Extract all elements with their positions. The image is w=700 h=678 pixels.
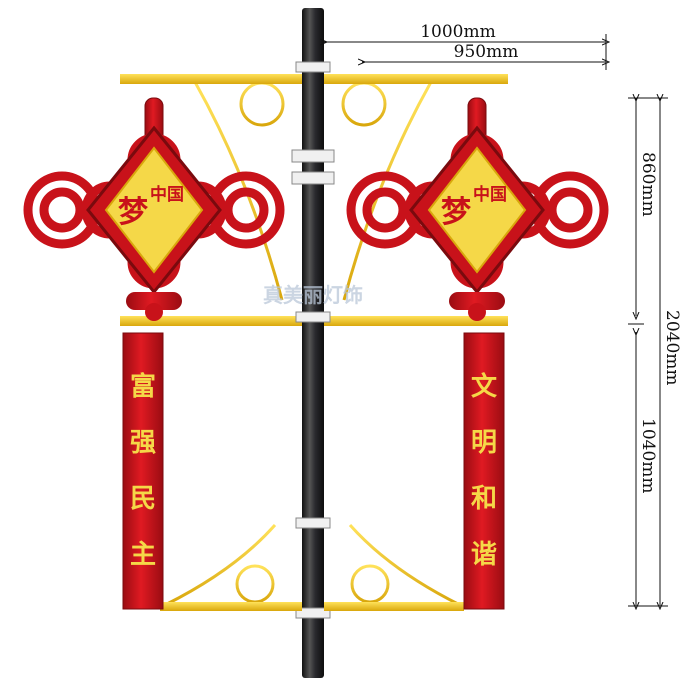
knot-right-china: 中国 xyxy=(473,184,507,205)
banner-left-char-4: 主 xyxy=(130,540,156,570)
chinese-knot-right: 梦 中国 xyxy=(346,97,609,321)
pole-clamps xyxy=(291,61,335,619)
dim-top-inner: 950mm xyxy=(454,42,519,62)
knot-left-china: 中国 xyxy=(150,184,184,205)
banner-left-char-2: 强 xyxy=(130,428,156,458)
upper-arm-right xyxy=(324,74,508,84)
knot-left-dream: 梦 xyxy=(118,195,148,230)
lamp-pole xyxy=(302,8,324,678)
banner-right: 文 明 和 谐 xyxy=(463,332,505,610)
chinese-knot-left: 梦 中国 xyxy=(23,97,285,321)
banner-left-char-3: 民 xyxy=(130,484,156,514)
lower-arm-left xyxy=(160,602,302,611)
lower-arm-right xyxy=(324,602,464,611)
dimension-right xyxy=(628,98,668,606)
upper-arm-left xyxy=(120,74,302,84)
dim-right-lower: 1040mm xyxy=(638,418,658,494)
watermark-text: 真美丽灯饰 xyxy=(263,283,363,307)
dim-right-total: 2040mm xyxy=(662,310,682,386)
dim-top-outer: 1000mm xyxy=(420,22,496,42)
mid-arm-right xyxy=(324,316,508,326)
mid-arm-left xyxy=(120,316,302,326)
knot-right-dream: 梦 xyxy=(441,195,471,230)
dim-right-upper: 860mm xyxy=(638,152,658,217)
banner-right-char-3: 和 xyxy=(471,484,497,514)
banner-left-char-1: 富 xyxy=(130,371,156,402)
banner-left: 富 强 民 主 xyxy=(122,332,164,610)
banner-right-char-2: 明 xyxy=(471,428,497,458)
banner-right-char-4: 谐 xyxy=(471,540,497,570)
dimension-top xyxy=(324,34,606,70)
banner-right-char-1: 文 xyxy=(471,371,498,402)
